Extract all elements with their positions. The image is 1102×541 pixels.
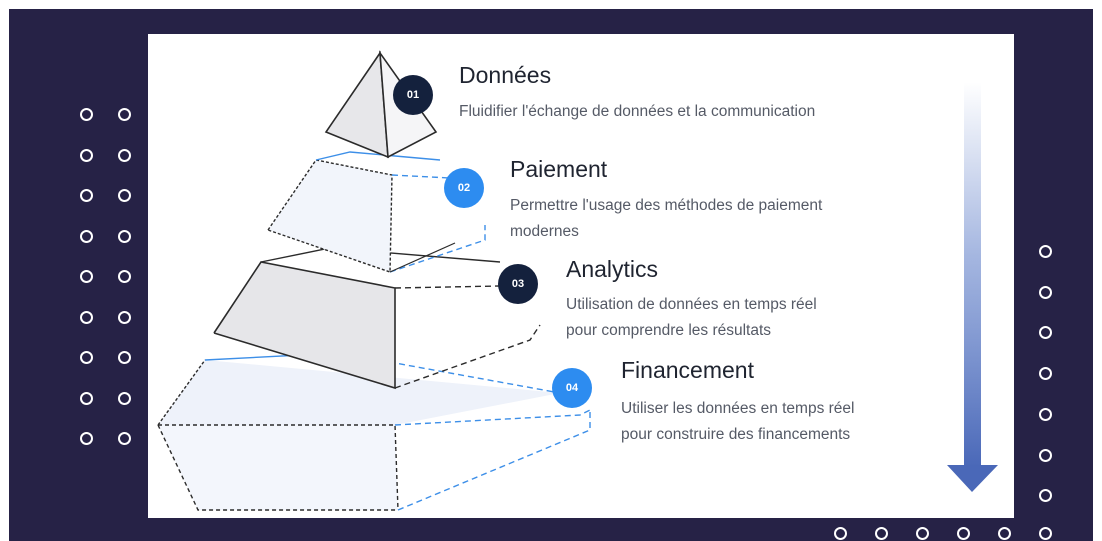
circle-outline-icon <box>80 229 93 243</box>
circle-outline-icon <box>118 432 131 445</box>
level-4-description-line: pour construire des financements <box>621 426 851 443</box>
circle-outline-icon <box>957 527 970 540</box>
level-4-title: Financement <box>621 357 754 383</box>
level-2-description: Permettre l'usage des méthodes de paieme… <box>510 193 910 245</box>
circle-outline-icon <box>80 432 93 445</box>
circle-outline-icon <box>1039 407 1052 421</box>
circle-outline-icon <box>80 351 93 364</box>
pyramid-level-4 <box>157 352 591 511</box>
circle-outline-icon <box>118 189 131 202</box>
level-1-badge: 01 <box>393 75 433 115</box>
circle-outline-icon <box>118 310 131 324</box>
level-1-number: 01 <box>406 89 420 101</box>
circle-outline-icon <box>80 310 93 324</box>
level-2-description-line: Permettre l'usage des méthodes de paieme… <box>510 197 823 214</box>
level-2-number: 02 <box>457 182 471 194</box>
pyramid-level-3 <box>213 247 541 390</box>
circle-outline-icon <box>1039 367 1052 381</box>
level-1-title: Données <box>459 62 552 88</box>
level-4-description: Utiliser les données en temps réel pour … <box>621 396 941 448</box>
circle-outline-icon <box>1039 527 1052 540</box>
circle-outline-icon <box>118 351 131 364</box>
circle-outline-icon <box>80 391 93 405</box>
circle-outline-icon <box>118 229 131 243</box>
level-2-badge: 02 <box>444 168 484 208</box>
level-4-description-line: Utiliser les données en temps réel <box>621 400 855 417</box>
level-3-number: 03 <box>511 278 525 290</box>
level-2-title: Paiement <box>510 156 608 182</box>
level-3-title: Analytics <box>566 256 659 282</box>
circle-outline-icon <box>875 527 888 540</box>
circle-outline-icon <box>1039 489 1052 503</box>
circle-outline-icon <box>998 527 1011 540</box>
circle-outline-icon <box>118 270 131 283</box>
circle-outline-icon <box>80 270 93 283</box>
circle-outline-icon <box>80 148 93 162</box>
circle-outline-icon <box>118 391 131 405</box>
level-1-description: Fluidifier l'échange de données et la co… <box>459 99 899 125</box>
level-3-description-line: pour comprendre les résultats <box>566 322 772 339</box>
circle-outline-icon <box>80 189 93 202</box>
circle-outline-icon <box>118 148 131 162</box>
level-3-description-line: Utilisation de données en temps réel <box>566 296 817 313</box>
circle-outline-icon <box>916 527 929 540</box>
circle-outline-icon <box>1039 245 1052 258</box>
level-3-badge: 03 <box>498 264 538 304</box>
circle-outline-icon <box>1039 448 1052 462</box>
level-4-badge: 04 <box>552 368 592 408</box>
circle-outline-icon <box>118 108 131 121</box>
level-2-description-line: modernes <box>510 223 579 240</box>
pyramid-level-2 <box>267 151 486 273</box>
circle-outline-icon <box>834 527 847 540</box>
level-4-number: 04 <box>565 382 579 394</box>
circle-outline-icon <box>1039 285 1052 299</box>
level-3-description: Utilisation de données en temps réel pou… <box>566 292 926 344</box>
level-1-description-line: Fluidifier l'échange de données et la co… <box>459 103 816 120</box>
circle-outline-icon <box>80 108 93 121</box>
circle-outline-icon <box>1039 326 1052 340</box>
